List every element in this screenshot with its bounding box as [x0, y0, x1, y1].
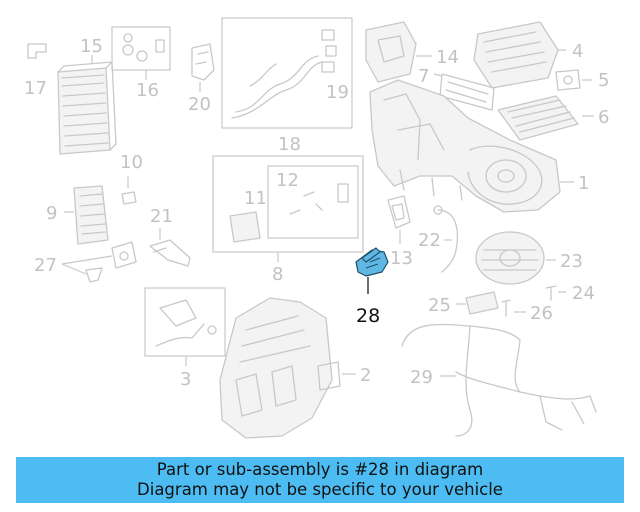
callout-12: 12 — [276, 170, 299, 191]
part-10-clip: 10 — [120, 152, 143, 205]
part-14-seal: 14 — [365, 21, 459, 83]
callout-23: 23 — [560, 251, 583, 272]
part-24-screw: 24 — [545, 283, 595, 304]
part-22-hose: 22 — [418, 205, 459, 273]
banner-line-1: Part or sub-assembly is #28 in diagram — [156, 460, 484, 479]
callout-27: 27 — [34, 255, 57, 276]
part-2-lower-housing: 2 — [219, 297, 371, 439]
part-18-ac-line: 18 — [221, 17, 353, 155]
part-21-sensor: 21 — [149, 206, 191, 267]
callout-29: 29 — [410, 367, 433, 388]
part-29-wiring-harness: 29 — [401, 323, 597, 437]
callout-10: 10 — [120, 152, 143, 173]
callout-2: 2 — [360, 365, 371, 386]
callout-22: 22 — [418, 230, 441, 251]
part-7-seal-strip: 7 — [418, 66, 495, 111]
part-3-linkage: 3 — [144, 287, 226, 390]
part-8-kit: 8 — [212, 155, 364, 285]
callout-21: 21 — [150, 206, 173, 227]
part-9-filter-element: 9 — [46, 185, 109, 245]
part-1-hvac-housing: 1 — [369, 79, 589, 213]
part-19-valve-cores: 19 — [321, 29, 349, 103]
part-12-hardware: 12 — [267, 165, 359, 239]
parts-diagram: 17 15 16 20 18 19 — [24, 17, 609, 439]
part-16-fittings-kit: 16 — [111, 26, 171, 101]
part-15-evaporator: 15 — [57, 36, 117, 155]
callout-3: 3 — [180, 369, 191, 390]
part-4-vent-housing: 4 — [473, 21, 583, 89]
callout-7: 7 — [418, 66, 429, 87]
callout-15: 15 — [80, 36, 103, 57]
callout-24: 24 — [572, 283, 595, 304]
info-banner: Part or sub-assembly is #28 in diagram D… — [16, 457, 624, 503]
part-23-blower-motor: 23 — [475, 231, 583, 285]
part-6-cabin-filter: 6 — [497, 95, 609, 141]
callout-8: 8 — [272, 264, 283, 285]
callout-13: 13 — [390, 248, 413, 269]
callout-4: 4 — [572, 41, 583, 62]
part-28-highlighted[interactable]: 28 — [355, 247, 389, 327]
callout-18: 18 — [278, 134, 301, 155]
callout-14: 14 — [436, 47, 459, 68]
callout-5: 5 — [598, 70, 609, 91]
part-11-module: 11 — [229, 188, 267, 243]
part-5-actuator: 5 — [555, 69, 609, 91]
part-25-resistor: 25 — [428, 291, 499, 316]
callout-20: 20 — [188, 94, 211, 115]
callout-9: 9 — [46, 203, 57, 224]
part-13-seal: 13 — [387, 195, 413, 269]
part-26-screw: 26 — [501, 299, 553, 324]
callout-6: 6 — [598, 107, 609, 128]
part-27-actuator: 27 — [34, 241, 137, 283]
callout-16: 16 — [136, 80, 159, 101]
callout-19: 19 — [326, 82, 349, 103]
callout-25: 25 — [428, 295, 451, 316]
callout-26: 26 — [530, 303, 553, 324]
callout-17: 17 — [24, 78, 47, 99]
part-17-connector: 17 — [24, 43, 47, 99]
callout-1: 1 — [578, 173, 589, 194]
callout-11: 11 — [244, 188, 267, 209]
part-20-bracket: 20 — [188, 43, 215, 115]
callout-28: 28 — [356, 305, 380, 327]
banner-line-2: Diagram may not be specific to your vehi… — [137, 480, 503, 499]
